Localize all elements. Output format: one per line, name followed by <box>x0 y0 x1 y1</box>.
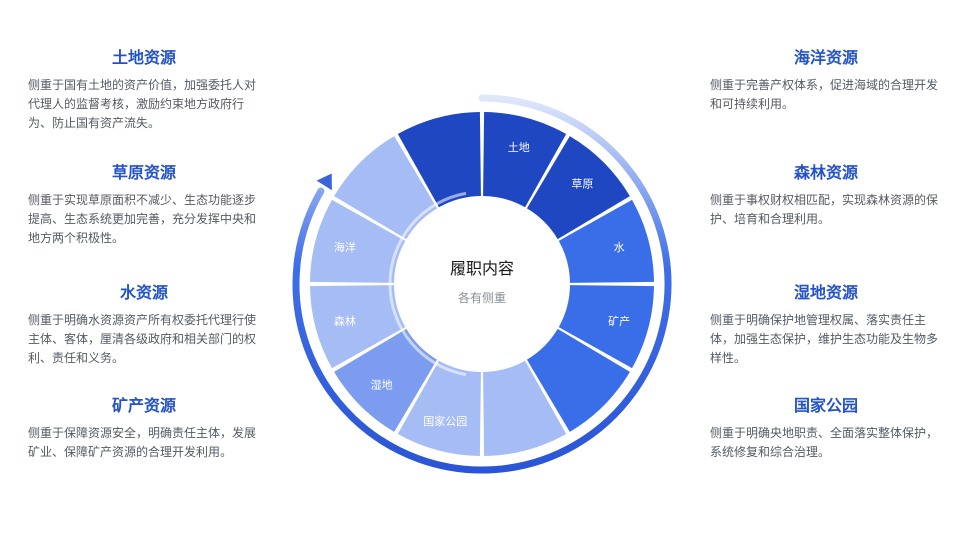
ring-segment <box>483 360 567 456</box>
ring-segment <box>397 112 481 208</box>
ring-segment <box>526 328 630 432</box>
ring-segment <box>334 328 438 432</box>
block-desc: 侧重于国有土地的资产价值，加强委托人对代理人的监督考核，激励约束地方政府行为、防… <box>28 78 257 130</box>
ring-segment <box>558 199 654 283</box>
block-title: 湿地资源 <box>793 283 858 302</box>
block-title: 国家公园 <box>793 396 858 415</box>
block-title: 海洋资源 <box>793 48 858 67</box>
block-title: 草原资源 <box>111 163 176 182</box>
segment-label: 草原 <box>571 178 593 191</box>
block-water: 水资源 侧重于明确水资源资产所有权委托代理行使主体、客体，厘清各级政府和相关部门… <box>28 283 260 368</box>
block-land: 土地资源 侧重于国有土地的资产价值，加强委托人对代理人的监督考核，激励约束地方政… <box>28 48 260 133</box>
center-title: 履职内容 <box>450 259 514 278</box>
segment-label: 海洋 <box>334 240 356 254</box>
block-desc: 侧重于事权财权相匹配，实现森林资源的保护、培育和合理利用。 <box>710 193 939 226</box>
outer-arrow-arc <box>292 94 672 474</box>
segment-label: 土地 <box>508 141 530 154</box>
arc-arrowhead-icon <box>316 173 332 191</box>
block-desc: 侧重于实现草原面积不减少、生态功能逐步提高、生态系统更加完善，充分发挥中央和地方… <box>28 193 257 245</box>
block-wetland: 湿地资源 侧重于明确保护地管理权属、落实责任主体，加强生态保护，维护生态功能及生… <box>710 283 942 368</box>
ring-segment <box>397 360 481 456</box>
ring-segment <box>558 285 654 369</box>
center-disc <box>410 212 554 356</box>
block-title: 土地资源 <box>111 48 176 67</box>
block-desc: 侧重于保障资源安全，明确责任主体，发展矿业、保障矿产资源的合理开发利用。 <box>28 426 257 459</box>
block-desc: 侧重于明确央地职责、全面落实整体保护，系统修复和综合治理。 <box>710 426 939 459</box>
segment-label: 湿地 <box>371 378 393 391</box>
block-desc: 侧重于明确水资源资产所有权委托代理行使主体、客体，厘清各级政府和相关部门的权利、… <box>28 313 257 365</box>
block-ocean: 海洋资源 侧重于完善产权体系，促进海域的合理开发和可持续利用。 <box>710 48 942 114</box>
ring-segment <box>526 136 630 240</box>
segment-label: 矿产 <box>608 314 630 328</box>
segment-label: 国家公园 <box>423 414 467 428</box>
block-desc: 侧重于明确保护地管理权属、落实责任主体，加强生态保护，维护生态功能及生物多样性。 <box>710 313 939 365</box>
segment-label: 水 <box>614 241 625 254</box>
block-desc: 侧重于完善产权体系，促进海域的合理开发和可持续利用。 <box>710 78 939 111</box>
block-title: 水资源 <box>119 283 168 302</box>
ring-segment <box>310 199 406 283</box>
segment-label: 森林 <box>334 314 356 328</box>
block-forest: 森林资源 侧重于事权财权相匹配，实现森林资源的保护、培育和合理利用。 <box>710 163 942 229</box>
block-title: 森林资源 <box>793 163 858 182</box>
block-mineral: 矿产资源 侧重于保障资源安全，明确责任主体，发展矿业、保障矿产资源的合理开发利用… <box>28 396 260 462</box>
ring-segment <box>310 285 406 369</box>
block-national-park: 国家公园 侧重于明确央地职责、全面落实整体保护，系统修复和综合治理。 <box>710 396 942 462</box>
block-title: 矿产资源 <box>111 396 176 415</box>
center-subtitle: 各有侧重 <box>458 290 506 305</box>
ring-segment <box>483 112 567 208</box>
inner-ring-highlight <box>388 191 467 377</box>
block-grassland: 草原资源 侧重于实现草原面积不减少、生态功能逐步提高、生态系统更加完善，充分发挥… <box>28 163 260 248</box>
ring-segment <box>334 136 438 240</box>
